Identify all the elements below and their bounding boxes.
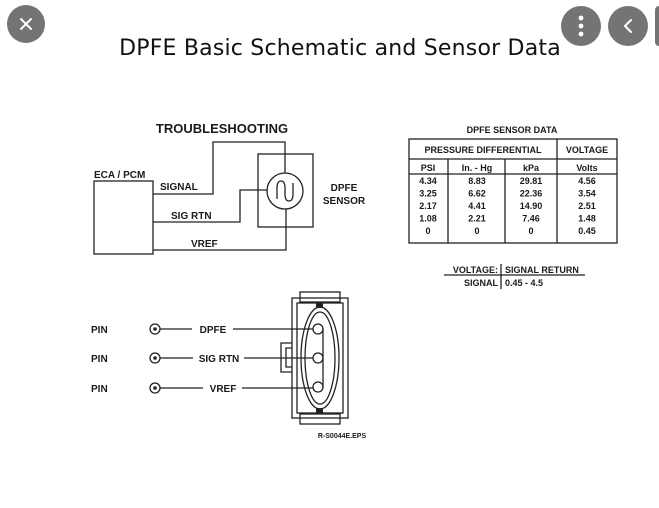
legend-range: 0.45 - 4.5: [505, 278, 543, 288]
table-cell: 8.83: [468, 176, 486, 186]
more-vertical-icon: [578, 15, 584, 37]
wire-label-vref: VREF: [191, 239, 218, 250]
sensor-label-line2: SENSOR: [323, 196, 366, 207]
page-title: DPFE Basic Schematic and Sensor Data: [119, 36, 561, 61]
pin-name-vref: VREF: [210, 384, 237, 395]
table-cell: 7.46: [522, 214, 540, 224]
wire-label-sig-rtn: SIG RTN: [171, 211, 212, 222]
sig-rtn-wire: [153, 189, 267, 223]
table-cell: 0.45: [578, 226, 596, 236]
group-header-pressure: PRESSURE DIFFERENTIAL: [424, 145, 542, 155]
table-cell: 2.17: [419, 201, 437, 211]
chevron-left-icon: [624, 19, 632, 33]
table-cell: 0: [528, 226, 533, 236]
signal-wire: [153, 141, 286, 195]
column-header: kPa: [523, 163, 540, 173]
close-icon: [20, 18, 32, 30]
more-options-button[interactable]: [561, 6, 601, 46]
eca-pcm-box: [93, 180, 154, 255]
sine-symbol: [276, 180, 294, 202]
pin-name-dpfe: DPFE: [200, 325, 227, 336]
pin-label-1: PIN: [91, 325, 108, 336]
sensor-table-frame: [408, 138, 618, 244]
table-cell: 0: [425, 226, 430, 236]
table-cell: 4.56: [578, 176, 596, 186]
legend-signal-return: SIGNAL RETURN: [505, 265, 579, 275]
pin-label-2: PIN: [91, 354, 108, 365]
table-cell: 2.51: [578, 201, 596, 211]
module-label: ECA / PCM: [94, 170, 145, 181]
sensor-label-line1: DPFE: [331, 183, 358, 194]
pin-label-3: PIN: [91, 384, 108, 395]
column-header: PSI: [421, 163, 436, 173]
table-cell: 1.48: [578, 214, 596, 224]
table-cell: 6.62: [468, 189, 486, 199]
table-cell: 1.08: [419, 214, 437, 224]
legend-signal: SIGNAL: [464, 278, 499, 288]
file-reference: R-S0044E.EPS: [318, 433, 367, 440]
vref-wire: [153, 209, 287, 251]
sensor-table-title: DPFE SENSOR DATA: [467, 125, 558, 135]
column-header: In. - Hg: [462, 163, 493, 173]
wire-label-signal: SIGNAL: [160, 182, 198, 193]
column-header: Volts: [576, 163, 597, 173]
table-cell: 4.34: [419, 176, 437, 186]
previous-image-button[interactable]: [608, 6, 648, 46]
table-cell: 0: [474, 226, 479, 236]
table-cell: 3.54: [578, 189, 596, 199]
pin-name-sig-rtn: SIG RTN: [199, 354, 240, 365]
table-cell: 3.25: [419, 189, 437, 199]
table-cell: 4.41: [468, 201, 486, 211]
table-cell: 14.90: [520, 201, 543, 211]
schematic-heading: TROUBLESHOOTING: [156, 121, 288, 136]
legend-voltage: VOLTAGE:: [453, 265, 498, 275]
close-button[interactable]: [7, 5, 45, 43]
table-cell: 29.81: [520, 176, 543, 186]
table-cell: 22.36: [520, 189, 543, 199]
group-header-voltage: VOLTAGE: [566, 145, 608, 155]
next-image-button[interactable]: [655, 6, 659, 46]
table-cell: 2.21: [468, 214, 486, 224]
